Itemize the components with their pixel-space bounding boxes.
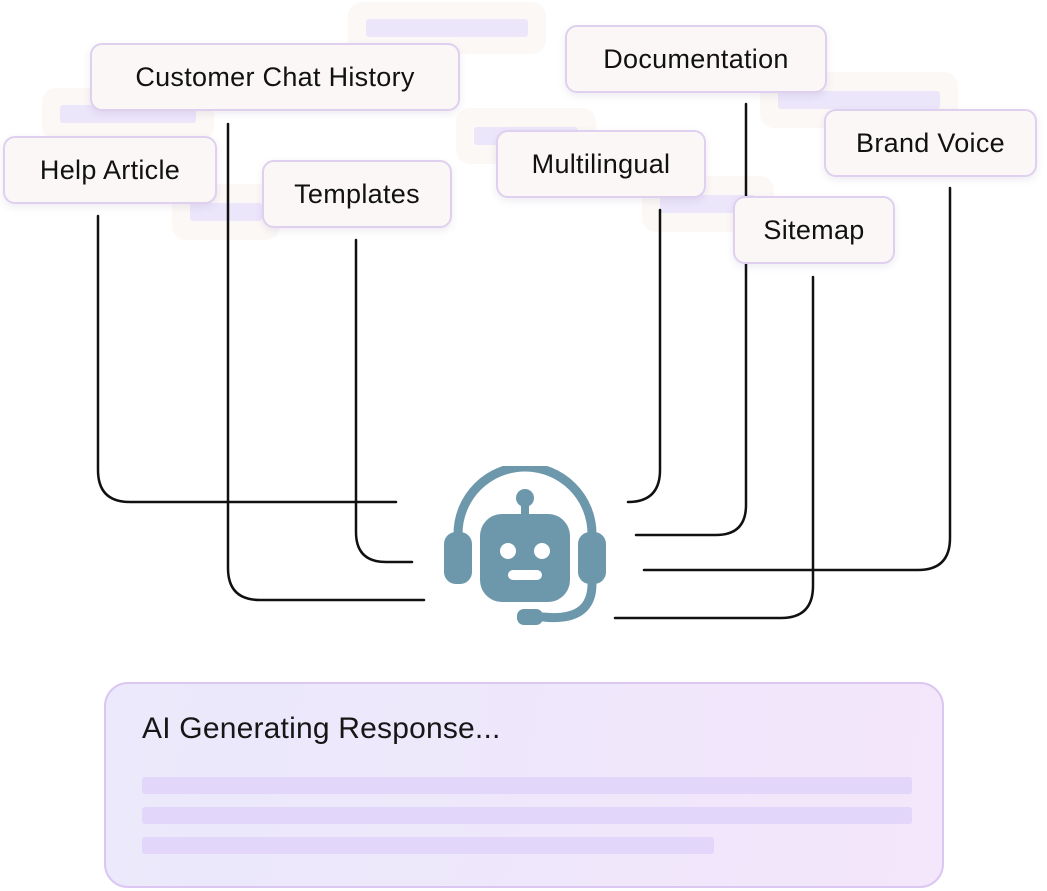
connector-brand-voice	[642, 186, 952, 572]
source-label: Documentation	[603, 43, 789, 74]
connector-customer-chat-history	[226, 122, 426, 602]
skeleton-line	[142, 807, 912, 824]
robot-headset-icon	[444, 466, 606, 625]
source-label: Brand Voice	[856, 127, 1005, 158]
placeholder-bar	[366, 19, 528, 37]
source-label: Sitemap	[763, 214, 865, 245]
source-chip-documentation: Documentation	[565, 25, 827, 93]
source-label: Help Article	[39, 154, 181, 185]
connector-multilingual	[626, 208, 662, 504]
skeleton-line	[142, 777, 912, 794]
placeholder-bar	[660, 195, 756, 213]
source-chip-multilingual: Multilingual	[496, 130, 706, 198]
placeholder-bar	[190, 203, 262, 221]
source-label: Customer Chat History	[135, 61, 415, 92]
source-chip-templates: Templates	[262, 160, 452, 228]
response-status-title: AI Generating Response...	[142, 712, 501, 745]
source-chip-help-article: Help Article	[3, 136, 217, 204]
response-panel: AI Generating Response...	[104, 682, 944, 888]
placeholder-bar	[778, 91, 940, 109]
source-label: Templates	[294, 178, 420, 209]
connector-help-article	[96, 214, 398, 504]
source-chip-brand-voice: Brand Voice	[824, 109, 1037, 177]
source-label: Multilingual	[531, 148, 671, 179]
connector-documentation	[634, 102, 748, 537]
source-chip-sitemap: Sitemap	[733, 196, 895, 264]
source-chip-customer-chat-history: Customer Chat History	[90, 43, 460, 111]
connector-templates	[354, 238, 414, 564]
connector-sitemap	[613, 275, 815, 620]
skeleton-line	[142, 837, 714, 854]
